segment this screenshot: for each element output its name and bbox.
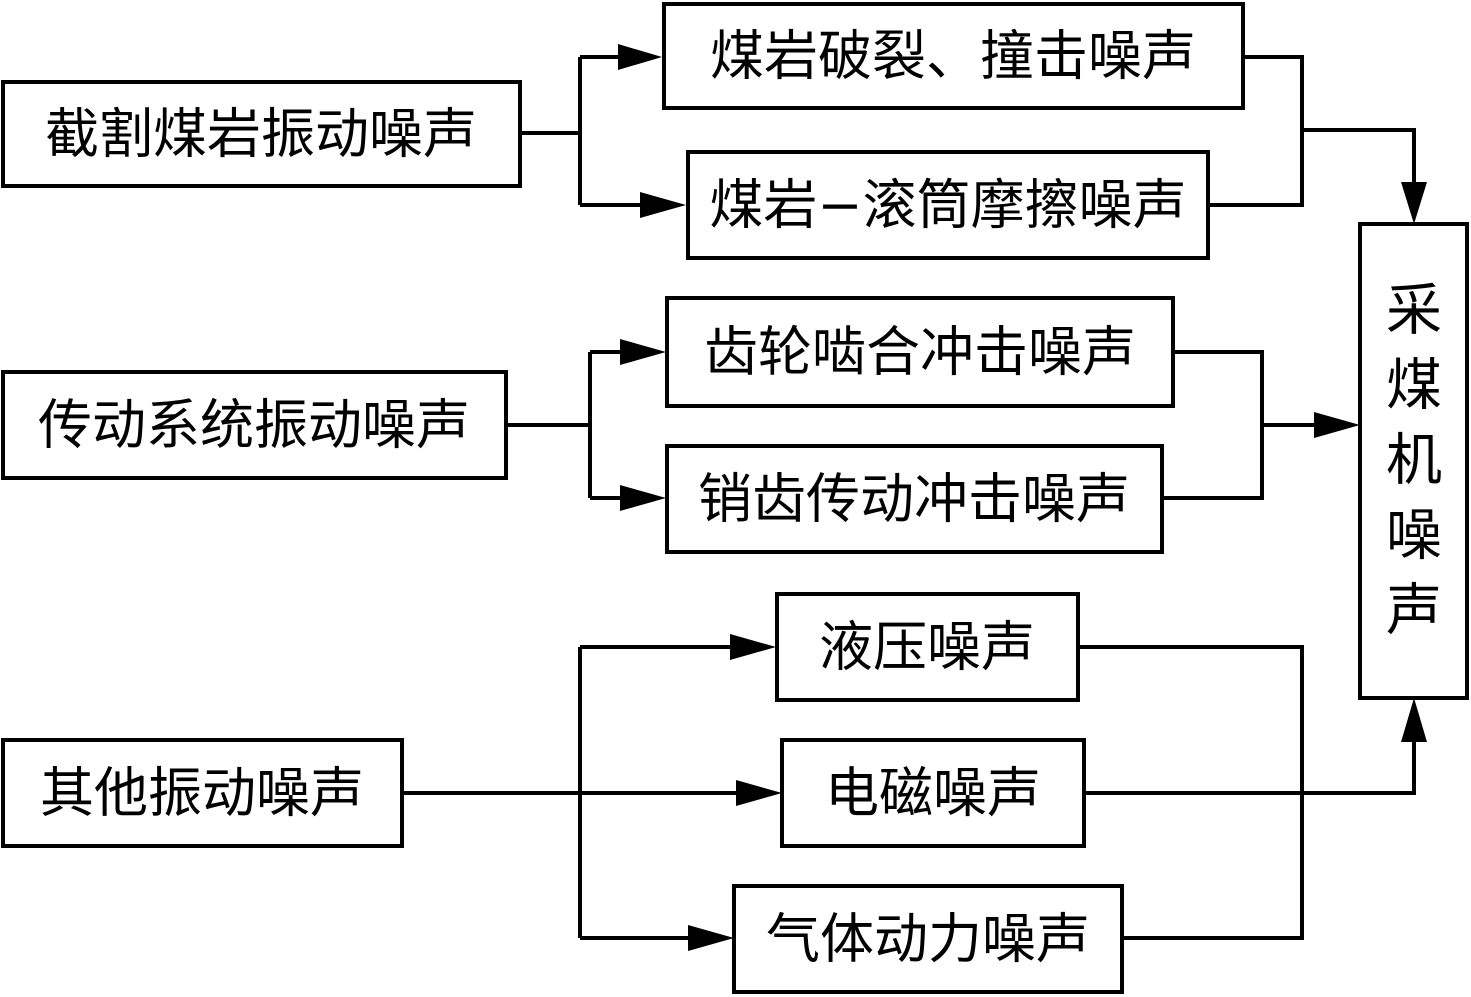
source-cutting-label: 截割煤岩振动噪声 (45, 103, 477, 166)
source-transmission-label: 传动系统振动噪声 (38, 394, 470, 457)
arrow-up-to-target (1401, 698, 1427, 742)
source-cutting-box: 截割煤岩振动噪声 (1, 80, 522, 188)
component-drum-friction-label: 煤岩−滚筒摩擦噪声 (709, 174, 1186, 237)
component-rock-breaking-label: 煤岩破裂、撞击噪声 (710, 25, 1196, 88)
connector-transmission-merge (1162, 350, 1314, 500)
component-hydraulic-label: 液压噪声 (819, 616, 1035, 679)
arrowheads (618, 44, 1427, 951)
target-char-4: 噪 (1386, 504, 1442, 569)
arrow-to-pin-gear (620, 485, 666, 511)
connector-cutting-merge (1208, 55, 1416, 207)
component-aerodynamic-box: 气体动力噪声 (732, 884, 1124, 994)
arrow-right-to-target (1314, 412, 1360, 438)
source-other-label: 其他振动噪声 (40, 762, 364, 825)
arrow-to-hydraulic (730, 634, 776, 660)
source-other-box: 其他振动噪声 (1, 738, 404, 848)
connector-transmission-trunk (506, 350, 622, 500)
source-transmission-box: 传动系统振动噪声 (1, 370, 508, 480)
target-char-5: 声 (1386, 579, 1442, 644)
component-pin-gear-box: 销齿传动冲击噪声 (665, 444, 1164, 554)
arrow-to-drum-friction (640, 192, 686, 218)
arrow-to-rock-breaking (618, 44, 662, 70)
component-electromagnetic-box: 电磁噪声 (780, 738, 1086, 848)
arrow-to-electromagnetic (736, 780, 782, 806)
arrow-to-aerodynamic (688, 925, 734, 951)
connector-other-merge (1078, 645, 1416, 940)
component-drum-friction-box: 煤岩−滚筒摩擦噪声 (686, 150, 1210, 260)
target-box: 采 煤 机 噪 声 (1358, 222, 1469, 700)
component-gear-mesh-label: 齿轮啮合冲击噪声 (704, 321, 1136, 384)
component-aerodynamic-label: 气体动力噪声 (766, 908, 1090, 971)
arrow-down-to-target (1401, 182, 1427, 224)
component-gear-mesh-box: 齿轮啮合冲击噪声 (665, 296, 1175, 408)
connector-cutting-trunk (520, 55, 640, 207)
connector-other-trunk (402, 645, 738, 940)
arrow-to-gear-mesh (620, 339, 666, 365)
component-pin-gear-label: 销齿传动冲击噪声 (698, 468, 1130, 531)
component-electromagnetic-label: 电磁噪声 (825, 762, 1041, 825)
component-hydraulic-box: 液压噪声 (775, 592, 1080, 702)
target-char-3: 机 (1386, 429, 1442, 494)
target-char-1: 采 (1386, 279, 1442, 344)
connectors (402, 55, 1416, 940)
target-char-2: 煤 (1386, 354, 1442, 419)
component-rock-breaking-box: 煤岩破裂、撞击噪声 (662, 2, 1245, 110)
